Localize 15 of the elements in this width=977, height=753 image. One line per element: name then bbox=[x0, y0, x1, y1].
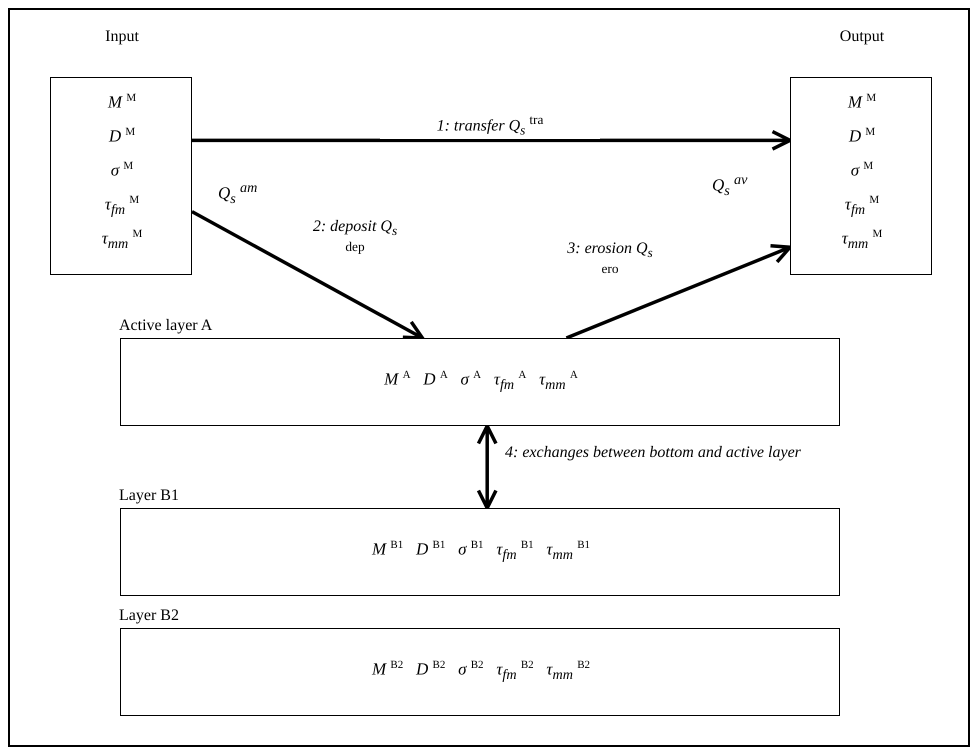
box-heading: Output bbox=[838, 28, 886, 46]
variable: D $^{M}$ bbox=[848, 126, 876, 147]
variable: M $^{M}$ bbox=[846, 92, 878, 113]
variable: σ $^{M}$ bbox=[850, 160, 874, 181]
arrow bbox=[191, 210, 424, 340]
arrow bbox=[566, 244, 792, 340]
variable: D $^{M}$ bbox=[108, 126, 136, 147]
box-heading: Layer B2 bbox=[119, 607, 179, 625]
arrow bbox=[192, 130, 792, 151]
variable: σ $^{M}$ bbox=[110, 160, 134, 181]
arrow bbox=[476, 424, 498, 510]
box-heading: Input bbox=[104, 28, 140, 46]
box-heading: Layer B1 bbox=[119, 487, 179, 505]
variable: M $^{M}$ bbox=[106, 92, 138, 113]
box-heading: Active layer A bbox=[119, 317, 212, 335]
